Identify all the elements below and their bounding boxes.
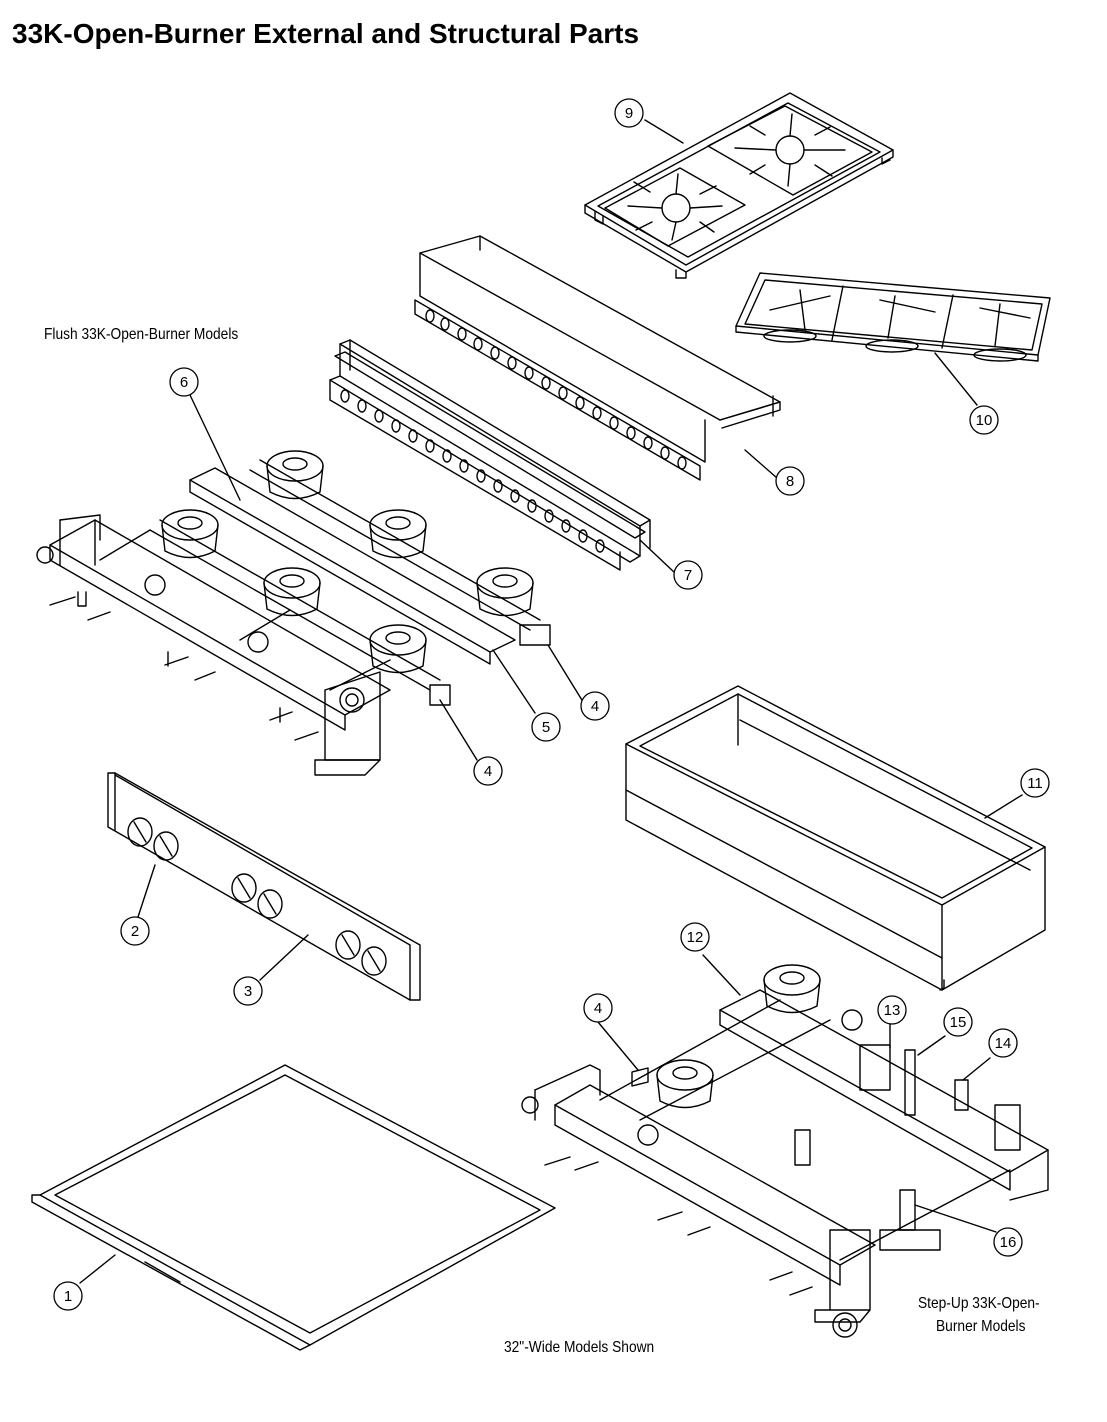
callout-6: 6 — [169, 367, 199, 397]
control-knobs — [127, 817, 387, 976]
callout-2: 2 — [120, 916, 150, 946]
leader-lines — [79, 119, 1023, 1284]
svg-text:12: 12 — [687, 929, 704, 946]
callout-4-stepup: 4 — [583, 993, 613, 1023]
svg-text:7: 7 — [684, 567, 692, 584]
callout-4-flush-left: 4 — [473, 756, 503, 786]
callout-11: 11 — [1020, 768, 1050, 798]
grate-two-burner — [584, 92, 894, 279]
callout-4-flush-right: 4 — [580, 691, 610, 721]
callout-10: 10 — [969, 405, 999, 435]
rear-rail — [329, 339, 651, 571]
grate-three-burner — [735, 272, 1051, 362]
stepup-models-label-line1: Step-Up 33K-Open- — [918, 1295, 1040, 1312]
callout-15: 15 — [943, 1007, 973, 1037]
callout-8: 8 — [775, 466, 805, 496]
svg-text:13: 13 — [884, 1002, 901, 1019]
front-rail-panel — [414, 235, 781, 481]
svg-text:9: 9 — [625, 105, 633, 122]
svg-text:8: 8 — [786, 473, 794, 490]
svg-text:4: 4 — [594, 1000, 602, 1017]
svg-text:14: 14 — [995, 1035, 1012, 1052]
svg-text:4: 4 — [484, 763, 492, 780]
stepup-burner-assembly — [521, 964, 1049, 1338]
svg-text:2: 2 — [131, 923, 139, 940]
burner-heads — [161, 450, 534, 674]
svg-text:4: 4 — [591, 698, 599, 715]
callout-12: 12 — [680, 922, 710, 952]
svg-text:11: 11 — [1027, 775, 1043, 792]
svg-text:3: 3 — [244, 983, 252, 1000]
callout-5: 5 — [531, 712, 561, 742]
callout-7: 7 — [673, 560, 703, 590]
callout-14: 14 — [988, 1028, 1018, 1058]
callout-13: 13 — [877, 995, 907, 1025]
models-shown-label: 32"-Wide Models Shown — [504, 1339, 655, 1356]
rail-holes-lower — [340, 389, 605, 553]
rail-holes-upper — [425, 309, 687, 470]
stepup-models-label-line2: Burner Models — [936, 1318, 1026, 1335]
callout-1: 1 — [53, 1281, 83, 1311]
svg-text:10: 10 — [976, 412, 993, 429]
callout-16: 16 — [993, 1227, 1023, 1257]
svg-text:5: 5 — [542, 719, 550, 736]
callout-3: 3 — [233, 976, 263, 1006]
callouts: 9 10 8 7 6 5 4 4 11 2 3 12 4 13 15 14 16… — [53, 98, 1050, 1311]
svg-text:15: 15 — [950, 1014, 967, 1031]
step-up-frame — [625, 685, 1046, 991]
svg-text:16: 16 — [1000, 1234, 1017, 1251]
svg-text:6: 6 — [180, 374, 188, 391]
callout-9: 9 — [614, 98, 644, 128]
drip-tray — [31, 1064, 556, 1351]
page-title: 33K-Open-Burner External and Structural … — [12, 18, 640, 49]
flush-burner-assembly — [36, 450, 551, 776]
svg-text:1: 1 — [64, 1288, 72, 1305]
control-panel — [107, 772, 421, 1001]
flush-models-label: Flush 33K-Open-Burner Models — [44, 326, 239, 343]
